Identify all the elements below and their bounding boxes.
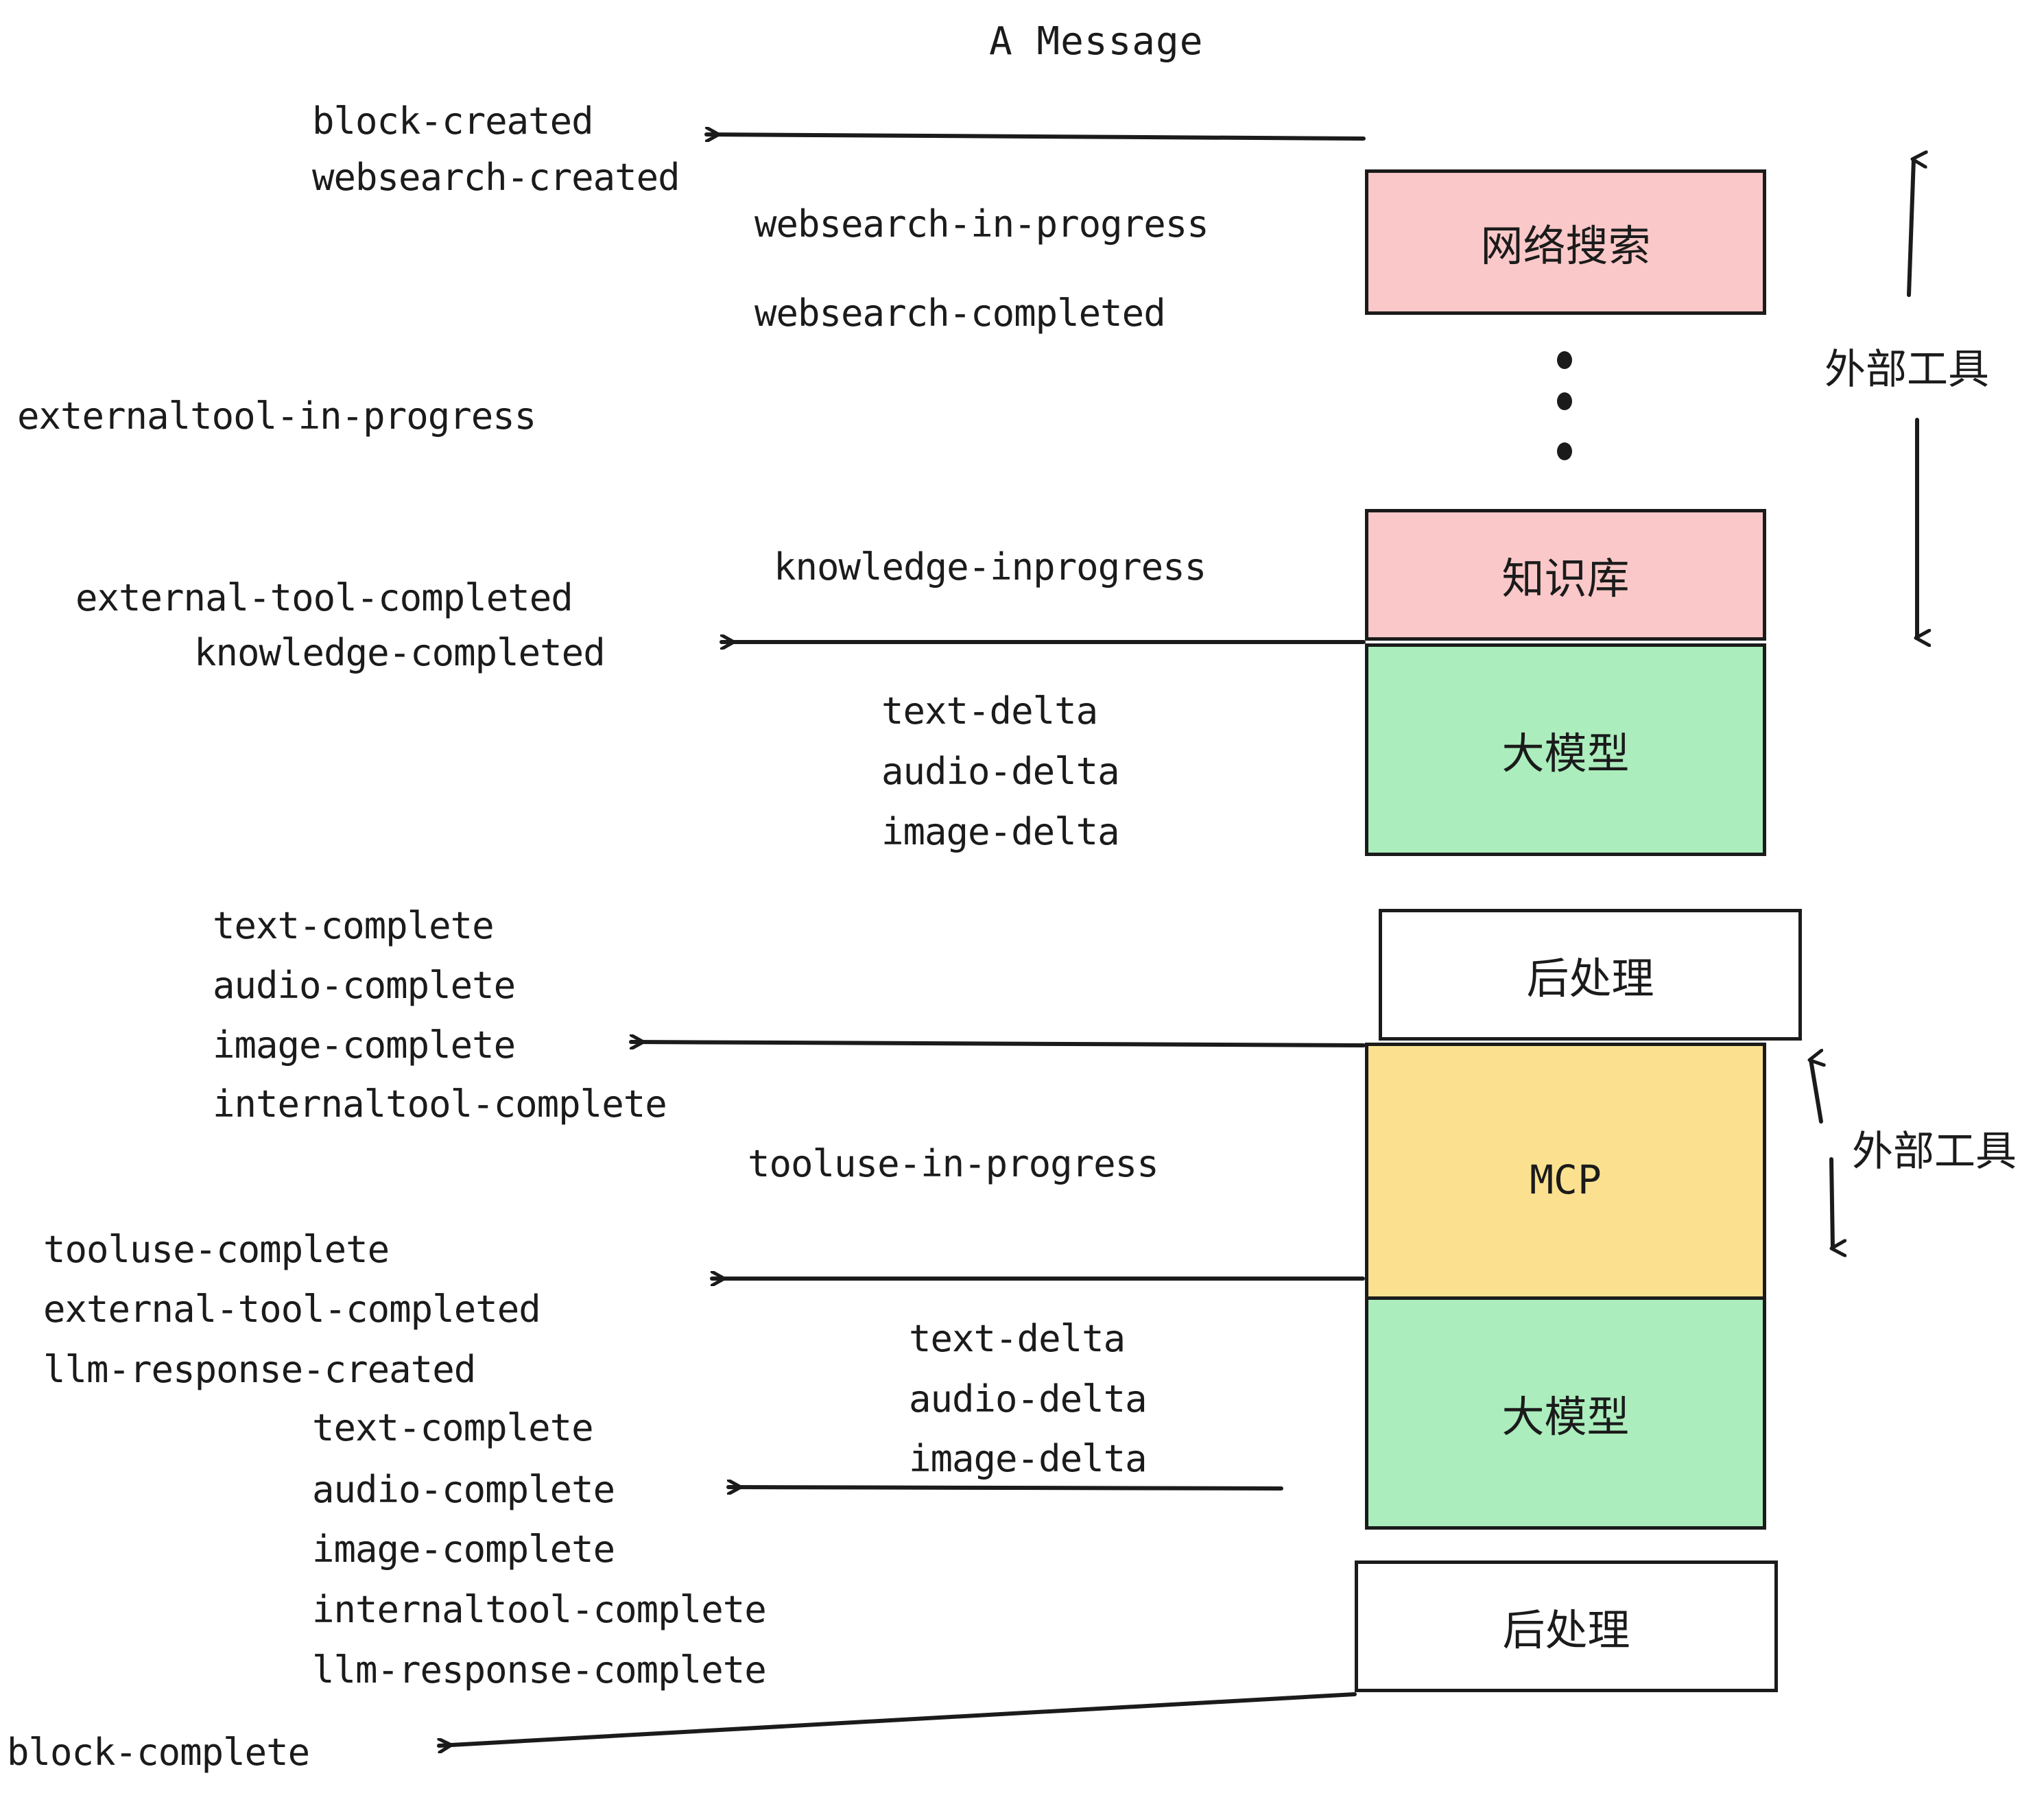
event-label-image-complete-2: image-complete	[312, 1528, 615, 1571]
event-label-tooluse-in-progress: tooluse-in-progress	[748, 1142, 1159, 1185]
node-llm-1-label: 大模型	[1501, 728, 1630, 779]
event-label-llm-response-complete: llm-response-complete	[312, 1648, 767, 1692]
event-label-image-delta-1: image-delta	[881, 810, 1120, 853]
node-knowledge[interactable]: 知识库	[1365, 509, 1766, 641]
node-llm-2-label: 大模型	[1501, 1392, 1630, 1442]
node-llm-1[interactable]: 大模型	[1365, 643, 1766, 856]
event-label-block-complete: block-complete	[7, 1731, 310, 1774]
event-label-internaltool-complete-2: internaltool-complete	[312, 1588, 767, 1631]
node-postprocess-1-label: 后处理	[1526, 953, 1654, 1004]
annotation-external-tool-top: 外部工具	[1825, 346, 1989, 394]
ellipsis-dot	[1557, 351, 1572, 369]
node-mcp-label: MCP	[1530, 1156, 1602, 1203]
node-postprocess-2[interactable]: 后处理	[1355, 1560, 1778, 1692]
event-label-text-complete-1: text-complete	[213, 904, 495, 947]
event-label-audio-delta-1: audio-delta	[881, 750, 1120, 793]
arrow-postprocess-to-block-complete	[437, 1692, 1357, 1746]
event-label-audio-complete-2: audio-complete	[312, 1468, 615, 1511]
ellipsis-dot	[1557, 442, 1572, 460]
node-knowledge-label: 知识库	[1501, 554, 1630, 604]
event-label-text-complete-2: text-complete	[312, 1406, 594, 1449]
event-label-knowledge-inprogress: knowledge-inprogress	[774, 545, 1207, 589]
external-tool-range-top	[1907, 159, 1917, 638]
node-websearch[interactable]: 网络搜索	[1365, 169, 1766, 315]
event-label-llm-response-created: llm-response-created	[43, 1348, 476, 1391]
node-websearch-label: 网络搜索	[1480, 221, 1651, 271]
node-postprocess-2-label: 后处理	[1502, 1605, 1630, 1655]
arrow-llm-to-image-complete	[629, 1042, 1366, 1045]
event-label-image-delta-2: image-delta	[909, 1437, 1148, 1480]
event-label-external-tool-completed-1: external-tool-completed	[75, 576, 573, 619]
node-postprocess-1[interactable]: 后处理	[1379, 909, 1802, 1041]
page-title: A Message	[989, 19, 1204, 64]
event-label-image-complete-1: image-complete	[213, 1023, 516, 1067]
event-label-text-delta-1: text-delta	[881, 689, 1098, 733]
arrow-llm2-to-audio-complete	[726, 1487, 1283, 1488]
event-label-block-created: block-created	[312, 99, 594, 143]
event-label-websearch-created: websearch-created	[312, 156, 680, 199]
event-label-internaltool-complete-1: internaltool-complete	[213, 1082, 667, 1126]
event-label-tooluse-complete: tooluse-complete	[43, 1228, 390, 1271]
external-tool-range-bottom	[1811, 1060, 1833, 1248]
node-mcp[interactable]: MCP	[1365, 1043, 1766, 1317]
event-label-externaltool-in-progress: externaltool-in-progress	[17, 394, 536, 438]
event-label-websearch-in-progress: websearch-in-progress	[754, 202, 1209, 246]
event-label-audio-delta-2: audio-delta	[909, 1377, 1148, 1421]
event-label-websearch-completed: websearch-completed	[754, 292, 1166, 335]
arrow-websearch-to-created	[704, 134, 1366, 139]
event-label-knowledge-completed: knowledge-completed	[194, 631, 606, 674]
node-llm-2[interactable]: 大模型	[1365, 1296, 1766, 1530]
event-label-external-tool-completed-2: external-tool-completed	[43, 1287, 541, 1331]
ellipsis-dot	[1557, 392, 1572, 410]
event-label-text-delta-2: text-delta	[909, 1317, 1126, 1360]
event-label-audio-complete-1: audio-complete	[213, 964, 516, 1007]
annotation-external-tool-bottom: 外部工具	[1852, 1128, 2017, 1176]
